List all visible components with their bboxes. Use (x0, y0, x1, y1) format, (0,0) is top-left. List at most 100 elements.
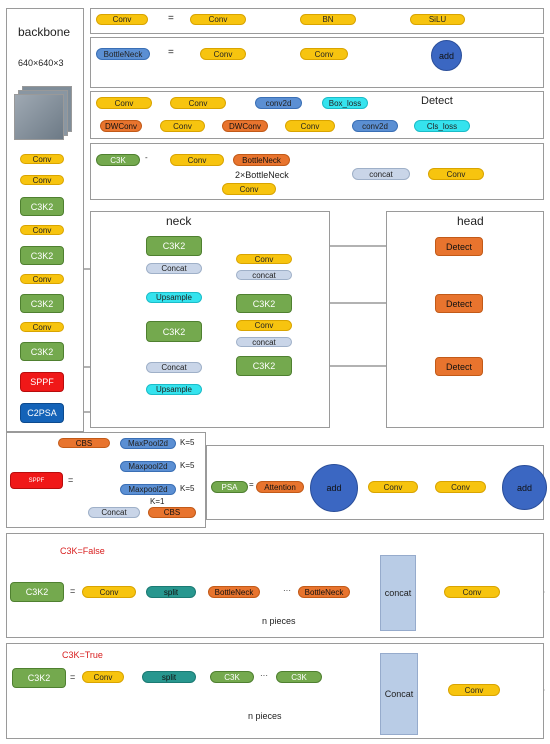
head-title: head (457, 214, 484, 228)
head-detect-3: Detect (435, 357, 483, 376)
c3k2-false-concat: concat (380, 555, 416, 631)
c3k2-true-conv: Conv (82, 671, 124, 683)
c3k2-false-eq: = (70, 586, 76, 596)
neck-left-c3k2-bottom: C3K2 (146, 321, 202, 342)
detect-row1-conv2d: conv2d (255, 97, 302, 109)
c3k2-false-bottleneck-2: BottleNeck (298, 586, 350, 598)
c3k2-true-c3k-1: C3K (210, 671, 254, 683)
neck-right-conv-2: Conv (236, 320, 292, 331)
bottleneck-add-node: add (431, 40, 462, 71)
c3k-legend-conv1: Conv (170, 154, 224, 166)
detect-row2-conv2d: conv2d (352, 120, 398, 132)
sppf-cbs-out: CBS (148, 507, 196, 518)
c3k2-true-concat: Concat (380, 653, 418, 735)
sppf-k-4: K=1 (150, 497, 165, 506)
backbone-sppf: SPPF (20, 372, 64, 392)
c3k2-true-eq: = (70, 672, 76, 682)
head-detect-2: Detect (435, 294, 483, 313)
detect-row1-conv1: Conv (96, 97, 152, 109)
neck-left-concat-bottom: Concat (146, 362, 202, 373)
sppf-legend-eq: = (68, 475, 74, 485)
backbone-c3k2-3: C3K2 (20, 294, 64, 313)
detect-title: Detect (421, 95, 453, 107)
detect-row2-dwconv1: DWConv (100, 120, 142, 132)
backbone-conv-1: Conv (20, 154, 64, 164)
c3k-legend-bottleneck: BottleNeck (233, 154, 290, 166)
c3k2-false-panel (6, 533, 544, 638)
detect-cls-loss: Cls_loss (414, 120, 470, 132)
c3k2-true-lhs: C3K2 (12, 668, 66, 688)
c3k2-false-conv: Conv (82, 586, 136, 598)
psa-legend-lhs: PSA (211, 481, 248, 493)
c3k2-false-condition: C3K=False (60, 546, 105, 556)
neck-right-c3k2-2: C3K2 (236, 356, 292, 376)
psa-conv-2: Conv (435, 481, 486, 493)
c3k-legend-conv2: Conv (222, 183, 276, 195)
neck-panel (90, 211, 330, 428)
c3k2-false-lhs: C3K2 (10, 582, 64, 602)
c3k-legend-concat: concat (352, 168, 410, 180)
head-detect-1: Detect (435, 237, 483, 256)
conv-legend-conv: Conv (190, 14, 246, 25)
sppf-k-2: K=5 (180, 461, 195, 470)
psa-legend-eq: = (249, 480, 254, 489)
c3k2-true-dots: ··· (260, 671, 268, 680)
input-size: 640×640×3 (18, 58, 64, 68)
c3k2-false-dots: ··· (283, 586, 291, 595)
backbone-conv-2: Conv (20, 175, 64, 185)
backbone-c2psa: C2PSA (20, 403, 64, 423)
sppf-maxpool-3: Maxpool2d (120, 484, 176, 495)
neck-right-concat-1: concat (236, 270, 292, 280)
backbone-conv-5: Conv (20, 322, 64, 332)
sppf-legend-lhs: SPPF (10, 472, 63, 489)
c3k-legend-repeat: 2×BottleNeck (235, 170, 289, 180)
c3k2-true-condition: C3K=True (62, 650, 103, 660)
c3k2-true-pieces: n pieces (248, 711, 282, 721)
bottleneck-legend-conv1: Conv (200, 48, 246, 60)
conv-legend-lhs: Conv (96, 14, 148, 25)
c3k2-true-out-conv: Conv (448, 684, 500, 696)
neck-left-upsample-top: Upsample (146, 292, 202, 303)
sppf-concat: Concat (88, 507, 140, 518)
conv-legend-silu: SiLU (410, 14, 465, 25)
bottleneck-definition-panel (90, 37, 544, 88)
psa-add-node-1: add (310, 464, 358, 512)
neck-right-c3k2-1: C3K2 (236, 294, 292, 313)
sppf-k-3: K=5 (180, 484, 195, 493)
bottleneck-legend-lhs: BottleNeck (96, 48, 150, 60)
backbone-c3k2-2: C3K2 (20, 246, 64, 265)
backbone-panel (6, 8, 84, 432)
bottleneck-legend-conv2: Conv (300, 48, 348, 60)
neck-title: neck (166, 214, 192, 228)
c3k-legend-lhs: C3K (96, 154, 140, 166)
detect-row2-conv1: Conv (160, 120, 205, 132)
neck-right-conv-1: Conv (236, 254, 292, 264)
c3k2-true-c3k-2: C3K (276, 671, 322, 683)
detect-row1-conv2: Conv (170, 97, 226, 109)
backbone-conv-4: Conv (20, 274, 64, 284)
input-image-stack (14, 86, 72, 140)
neck-left-upsample-bottom: Upsample (146, 384, 202, 395)
neck-left-c3k2-top: C3K2 (146, 236, 202, 256)
sppf-k-1: K=5 (180, 438, 195, 447)
c3k2-false-bottleneck-1: BottleNeck (208, 586, 260, 598)
psa-conv-1: Conv (368, 481, 418, 493)
sppf-maxpool-1: MaxPool2d (120, 438, 176, 449)
c3k2-false-pieces: n pieces (262, 616, 296, 626)
detect-row2-conv2: Conv (285, 120, 335, 132)
backbone-c3k2-1: C3K2 (20, 197, 64, 216)
backbone-c3k2-4: C3K2 (20, 342, 64, 361)
bottleneck-legend-eq: = (168, 47, 174, 58)
detect-box-loss: Box_loss (322, 97, 368, 109)
sppf-maxpool-2: Maxpool2d (120, 461, 176, 472)
c3k2-true-split: split (142, 671, 196, 683)
conv-legend-bn: BN (300, 14, 356, 25)
c3k-legend-conv3: Conv (428, 168, 484, 180)
backbone-conv-3: Conv (20, 225, 64, 235)
c3k2-false-out-conv: Conv (444, 586, 500, 598)
c3k2-false-split: split (146, 586, 196, 598)
psa-attention: Attention (256, 481, 304, 493)
neck-left-concat-top: Concat (146, 263, 202, 274)
neck-right-concat-2: concat (236, 337, 292, 347)
sppf-cbs-in: CBS (58, 438, 110, 448)
